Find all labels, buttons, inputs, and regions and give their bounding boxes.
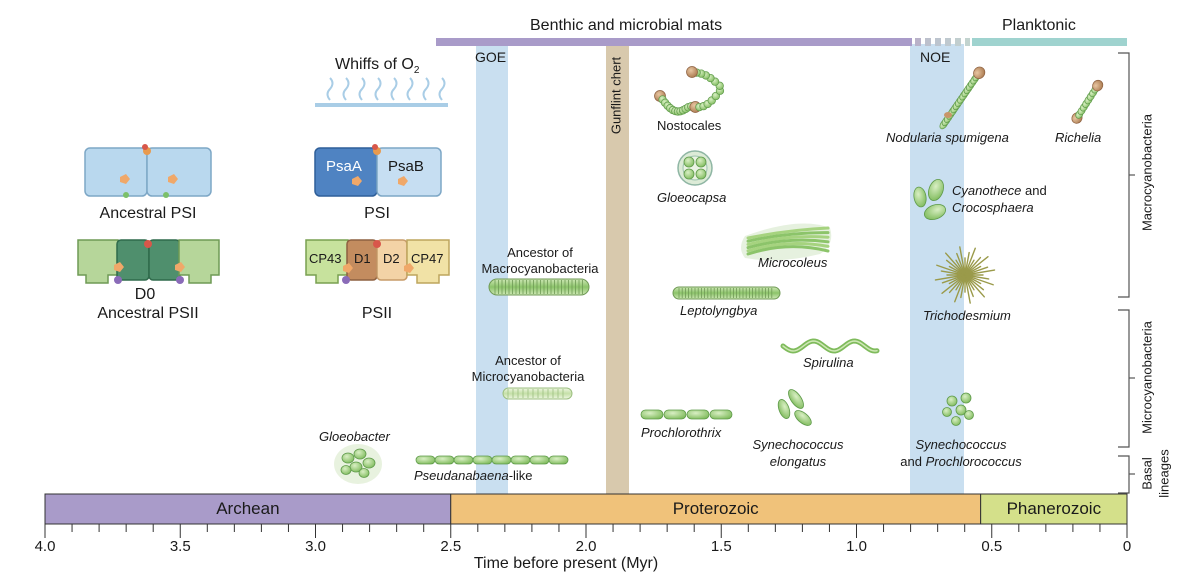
syn-elongatus-label-2: elongatus bbox=[769, 454, 827, 469]
ancestor-macro-filament bbox=[488, 278, 590, 296]
time-axis bbox=[44, 523, 1128, 538]
synechococcus-prochlorococcus-icon bbox=[942, 392, 974, 426]
cyanothece-icon bbox=[913, 178, 947, 220]
tick-label: 1.5 bbox=[710, 538, 732, 555]
pseudanabaena-suffix: -like bbox=[508, 468, 533, 483]
basal-side-label-2: lineages bbox=[1156, 449, 1172, 498]
basal-side-label-1: Basal bbox=[1139, 457, 1155, 490]
tick-label: 4.0 bbox=[34, 538, 56, 555]
ancestral-psi-label: Ancestral PSI bbox=[99, 205, 197, 222]
benthic-label: Benthic and microbial mats bbox=[530, 17, 723, 34]
prochlorothrix-filament bbox=[640, 409, 733, 420]
spirulina-icon bbox=[780, 338, 880, 354]
ancestral-psii-label: Ancestral PSII bbox=[97, 305, 199, 322]
tick-label: 3.5 bbox=[169, 538, 191, 555]
syn-elongatus-label-1: Synechococcus bbox=[752, 437, 844, 452]
gunflint-band bbox=[606, 44, 629, 494]
ancestral-psii-icon bbox=[77, 239, 220, 284]
eon-label-phanerozoic: Phanerozoic bbox=[1006, 499, 1102, 518]
microcoleus-label: Microcoleus bbox=[758, 255, 828, 270]
macro-side-label: Macrocyanobacteria bbox=[1139, 113, 1155, 232]
micro-side-label: Microcyanobacteria bbox=[1139, 321, 1155, 434]
nodularia-filament bbox=[939, 66, 986, 130]
richelia-filament bbox=[1071, 79, 1104, 124]
microcoleus-icon bbox=[741, 223, 832, 261]
clade-brackets bbox=[1118, 52, 1135, 494]
ancestor-micro-label-2: Microcyanobacteria bbox=[471, 369, 585, 384]
cyanothece-and: and bbox=[1021, 183, 1047, 198]
d1-label: D1 bbox=[354, 251, 371, 266]
ancestor-macro-label-2: Macrocyanobacteria bbox=[481, 261, 599, 276]
tick-label: 0.5 bbox=[981, 538, 1003, 555]
synechococcus-elongatus-icon bbox=[777, 389, 812, 426]
whiffs-subscript: 2 bbox=[413, 65, 420, 77]
prochlorococcus-name: Prochlorococcus bbox=[925, 454, 1022, 469]
gloeocapsa-label: Gloeocapsa bbox=[657, 190, 727, 205]
nodularia-label: Nodularia spumigena bbox=[886, 130, 1009, 145]
syn-pro-label-1: Synechococcus bbox=[915, 437, 1007, 452]
psaA-label: PsaA bbox=[326, 158, 362, 175]
ancestor-micro-label-1: Ancestor of bbox=[495, 353, 561, 368]
d0-label: D0 bbox=[134, 286, 156, 303]
axis-title: Time before present (Myr) bbox=[473, 555, 659, 572]
psii-label: PSII bbox=[361, 305, 393, 322]
gloeobacter-icon bbox=[334, 444, 382, 484]
prochlorothrix-label: Prochlorothrix bbox=[641, 425, 722, 440]
cyanothece-label: Cyanothece and bbox=[952, 183, 1047, 198]
oxygen-surface bbox=[315, 103, 448, 107]
goe-label: GOE bbox=[475, 49, 507, 65]
eon-segment-phanerozoic bbox=[980, 493, 1128, 525]
oxygen-wave-icon bbox=[326, 77, 446, 101]
crocosphaera-label: Crocosphaera bbox=[952, 200, 1034, 215]
syn-pro-label-2: and Prochlorococcus bbox=[886, 454, 1036, 469]
benthic-dashes bbox=[915, 38, 970, 46]
whiffs-label: Whiffs of O2 bbox=[335, 56, 419, 76]
planktonic-label: Planktonic bbox=[1002, 17, 1076, 34]
cyanothece-name: Cyanothece bbox=[952, 183, 1022, 198]
whiffs-text: Whiffs of O bbox=[335, 56, 414, 73]
tick-label: 3.0 bbox=[305, 538, 326, 555]
tick-label: 2.5 bbox=[440, 538, 462, 555]
cp43-label: CP43 bbox=[309, 251, 342, 266]
cp47-label: CP47 bbox=[411, 251, 444, 266]
psi-label: PSI bbox=[364, 205, 390, 222]
nostocales-label: Nostocales bbox=[657, 118, 722, 133]
spirulina-label: Spirulina bbox=[803, 355, 854, 370]
pseudanabaena-label: Pseudanabaena-like bbox=[414, 468, 533, 483]
syn-pro-and: and bbox=[900, 454, 926, 469]
noe-label: NOE bbox=[920, 49, 951, 65]
d2-label: D2 bbox=[383, 251, 400, 266]
ancestor-micro-filament bbox=[502, 387, 573, 400]
nostocales-icon bbox=[654, 66, 725, 116]
trichodesmium-icon bbox=[934, 246, 996, 304]
planktonic-bar bbox=[972, 38, 1127, 46]
ancestral-psi-icon bbox=[84, 144, 212, 198]
tick-label: 1.0 bbox=[846, 538, 867, 555]
psi-icon bbox=[314, 144, 442, 197]
goe-band bbox=[476, 44, 508, 494]
pseudanabaena-filament bbox=[415, 455, 569, 465]
gloeobacter-label: Gloeobacter bbox=[319, 429, 390, 444]
trichodesmium-label: Trichodesmium bbox=[923, 308, 1011, 323]
psaB-label: PsaB bbox=[388, 158, 424, 175]
ancestor-macro-label-1: Ancestor of bbox=[507, 245, 573, 260]
leptolyngbya-label: Leptolyngbya bbox=[680, 303, 758, 318]
pseudanabaena-name: Pseudanabaena bbox=[414, 468, 509, 483]
benthic-bar bbox=[436, 38, 912, 46]
eon-label-archean: Archean bbox=[216, 499, 280, 518]
eon-label-proterozoic: Proterozoic bbox=[672, 499, 759, 518]
gloeocapsa-icon bbox=[677, 150, 713, 186]
leptolyngbya-filament bbox=[672, 286, 781, 300]
psii-icon bbox=[305, 239, 450, 284]
richelia-label: Richelia bbox=[1055, 130, 1102, 145]
tick-label: 0 bbox=[1122, 538, 1132, 555]
tick-label: 2.0 bbox=[575, 538, 597, 555]
gunflint-label: Gunflint chert bbox=[608, 56, 624, 135]
